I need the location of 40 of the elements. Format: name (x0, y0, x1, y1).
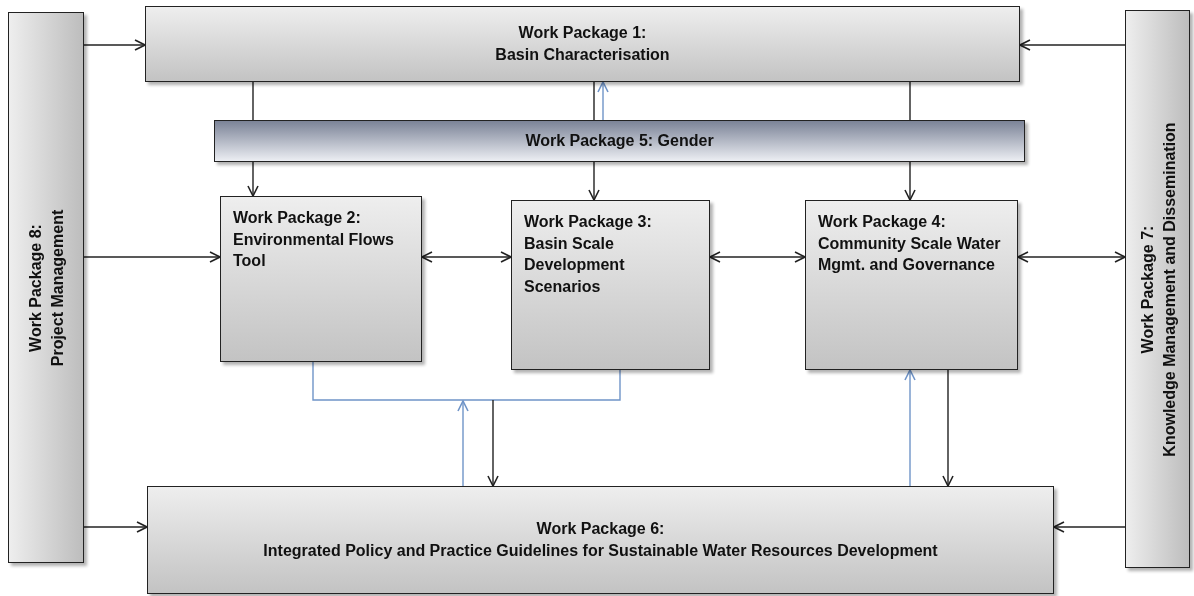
arrow (421, 251, 512, 263)
arrow (1019, 39, 1126, 51)
arrow (709, 251, 806, 263)
work-package-title: Work Package 8: (25, 223, 45, 352)
arrow (83, 39, 146, 51)
work-package-name: Community Scale Water Mgmt. and Governance (818, 233, 1002, 276)
arrow (904, 369, 916, 487)
arrow (457, 400, 469, 487)
arrow (1017, 251, 1126, 263)
arrow (904, 161, 916, 201)
work-package-name: Knowledge Management and Dissemination (1158, 121, 1179, 457)
arrow (597, 81, 609, 121)
work-package-band (214, 120, 1025, 162)
work-package-box (145, 6, 1020, 82)
arrow (1053, 521, 1126, 533)
work-package-title: Work Package 7: (1136, 225, 1157, 353)
work-package-sidebar (1125, 10, 1190, 568)
arrow (247, 161, 259, 197)
connector-line (312, 361, 621, 401)
work-package-title: Work Package 4: (818, 212, 947, 232)
work-package-name: Project Management (47, 209, 67, 366)
work-package-box (220, 196, 422, 362)
arrow (942, 369, 954, 487)
work-package-name: Environmental Flows Tool (233, 229, 395, 272)
work-package-box (805, 200, 1018, 370)
work-package-name: Basin Scale Development Scenarios (524, 233, 626, 297)
work-package-name: Integrated Policy and Practice Guidelines for Sustainable Water Resources Development (263, 541, 938, 561)
work-package-name: Basin Characterisation (495, 45, 670, 65)
work-package-box (147, 486, 1054, 594)
work-package-sidebar (8, 12, 84, 563)
arrow (487, 399, 499, 487)
arrow (588, 161, 600, 201)
work-package-title: Work Package 3: (524, 212, 653, 232)
arrow (83, 521, 148, 533)
work-package-title: Work Package 5: Gender (525, 131, 714, 152)
arrow (83, 251, 221, 263)
work-package-title: Work Package 2: (233, 208, 362, 228)
work-package-title: Work Package 6: (536, 519, 665, 540)
work-package-box (511, 200, 710, 370)
work-package-title: Work Package 1: (518, 23, 647, 44)
